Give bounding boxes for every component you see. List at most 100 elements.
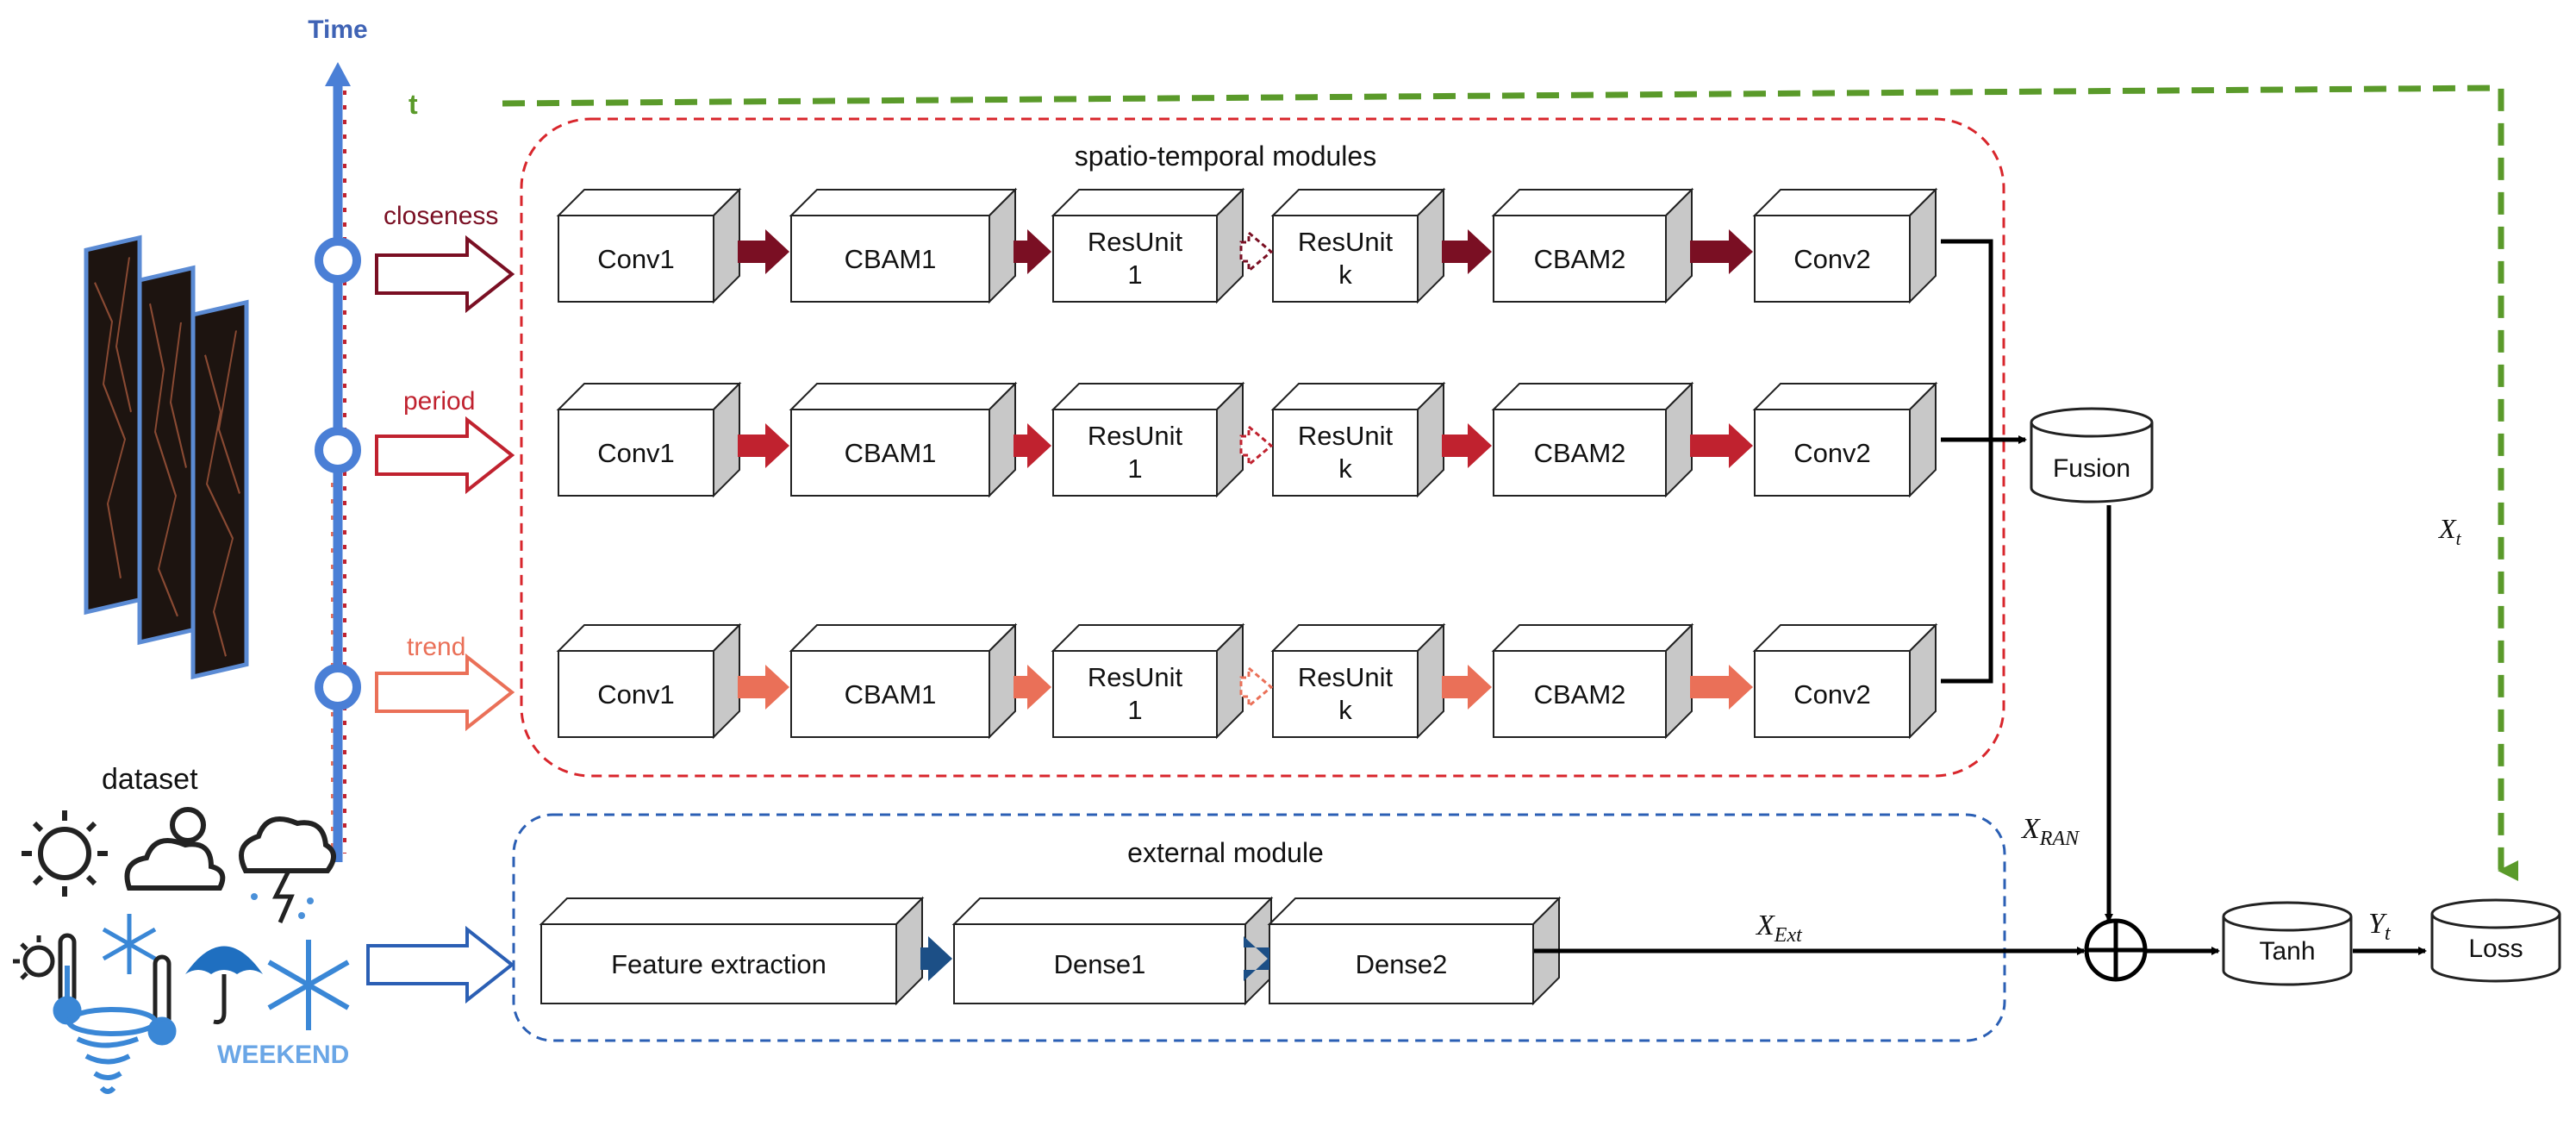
period-block-2: CBAM1 <box>789 381 1018 498</box>
period-block-1: Conv1 <box>556 381 742 498</box>
fusion-label: Fusion <box>2053 454 2130 483</box>
closeness-input-arrow <box>375 234 515 314</box>
closeness-block-5: CBAM2 <box>1491 187 1694 304</box>
closeness-block-5-label: CBAM2 <box>1534 244 1626 274</box>
trend-block-1-label: Conv1 <box>597 679 675 710</box>
partly-cloudy-icon <box>124 807 226 891</box>
x-ran-symbol: XRAN <box>2020 813 2080 850</box>
closeness-block-6-label: Conv2 <box>1793 244 1871 274</box>
x-t-symbol: Xt <box>2437 513 2462 549</box>
fusion-inputs <box>1941 239 2027 684</box>
period-block-5: CBAM2 <box>1491 381 1694 498</box>
period-arrow-1 <box>738 423 789 468</box>
trend-block-5: CBAM2 <box>1491 622 1694 740</box>
external-block-3: Dense2 <box>1267 896 1562 1006</box>
svg-text:XExt: XExt <box>1755 910 1803 947</box>
trend-label: trend <box>407 633 465 661</box>
traffic-map-frames <box>84 234 249 680</box>
period-block-5-label: CBAM2 <box>1534 438 1626 468</box>
tornado-icon <box>66 1007 158 1094</box>
period-arrow-4 <box>1442 423 1492 468</box>
external-block-2-label: Dense1 <box>1054 949 1146 979</box>
trend-arrow-3 <box>1239 665 1274 710</box>
closeness-label: closeness <box>384 202 498 230</box>
external-blocks: Feature extraction Dense1 Dense2 <box>539 896 1562 1006</box>
timepoint-trend <box>315 664 361 710</box>
closeness-block-2: CBAM1 <box>789 187 1018 304</box>
tanh-label: Tanh <box>2259 937 2315 966</box>
closeness-arrow-5 <box>1690 229 1753 274</box>
external-block-2: Dense1 <box>951 896 1274 1006</box>
thunderstorm-icon <box>239 816 336 923</box>
stream-merge-line <box>1941 239 1993 684</box>
period-input-arrow <box>375 416 515 495</box>
x-ext-symbol: XExt <box>1755 910 1803 947</box>
trend-block-1: Conv1 <box>556 622 742 740</box>
umbrella-icon <box>185 946 263 1024</box>
trend-arrow-4 <box>1442 665 1492 710</box>
y-t-symbol: Yt <box>2368 908 2392 945</box>
svg-text:Yt: Yt <box>2368 908 2392 945</box>
t-label: t <box>409 89 418 120</box>
period-arrow-3 <box>1239 423 1274 468</box>
timeline: Time t <box>308 16 418 862</box>
closeness-block-2-label: CBAM1 <box>845 244 937 274</box>
trend-block-2: CBAM1 <box>789 622 1018 740</box>
weekend-label: WEEKEND <box>217 1041 349 1069</box>
external-block-1-label: Feature extraction <box>611 949 826 979</box>
sum-node <box>2084 918 2148 982</box>
stream-inputs: closeness period trend <box>366 202 515 1004</box>
snowflake-small-icon <box>102 914 157 974</box>
period-block-2-label: CBAM1 <box>845 438 937 468</box>
external-block-3-label: Dense2 <box>1356 949 1448 979</box>
dataset-icons: dataset <box>13 763 350 1094</box>
trend-block-6: Conv2 <box>1752 622 1938 740</box>
dataset-label: dataset <box>102 763 198 796</box>
tanh-node: Tanh <box>2222 901 2353 986</box>
timepoint-period <box>315 427 361 473</box>
loss-label: Loss <box>2468 935 2523 963</box>
period-label: period <box>403 387 475 416</box>
external-container <box>512 813 2006 1042</box>
period-arrow-2 <box>1014 423 1051 468</box>
loss-node: Loss <box>2430 898 2561 983</box>
external-title: external module <box>1127 837 1324 868</box>
trend-input-arrow <box>375 653 515 732</box>
trend-block-5-label: CBAM2 <box>1534 679 1626 710</box>
period-block-6: Conv2 <box>1752 381 1938 498</box>
period-block-1-label: Conv1 <box>597 438 675 468</box>
trend-arrow-1 <box>738 665 789 710</box>
time-label: Time <box>308 16 367 44</box>
trend-arrow-2 <box>1014 665 1051 710</box>
svg-text:Xt: Xt <box>2437 513 2462 549</box>
external-arrow-2 <box>1244 936 1269 981</box>
closeness-arrow-3 <box>1239 229 1274 274</box>
closeness-arrow-2 <box>1014 229 1051 274</box>
closeness-arrow-4 <box>1442 229 1492 274</box>
closeness-block-1-label: Conv1 <box>597 244 675 274</box>
external-input-arrow <box>366 925 515 1004</box>
external-block-1: Feature extraction <box>539 896 925 1006</box>
trend-arrow-5 <box>1690 665 1753 710</box>
fusion-node: Fusion <box>2030 407 2154 503</box>
timepoint-closeness <box>315 237 361 284</box>
spatio-temporal-title: spatio-temporal modules <box>1075 141 1376 172</box>
cold-temperature-icon <box>147 954 177 1046</box>
external-arrow-1 <box>920 936 952 981</box>
